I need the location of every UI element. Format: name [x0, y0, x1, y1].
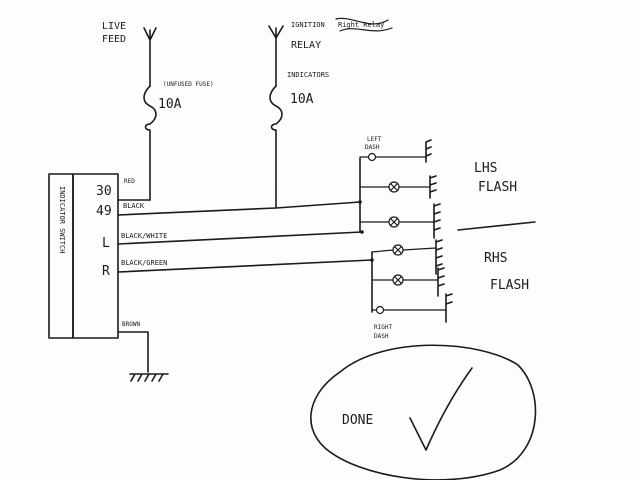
- wire-brown-label: BROWN: [122, 321, 140, 328]
- divider-line: [457, 221, 536, 231]
- lamp-left-dash-icon: [367, 152, 377, 162]
- live-feed-label-2: FEED: [102, 34, 126, 45]
- fuse-left-symbol: [143, 85, 157, 201]
- ignition-arrow: [268, 25, 284, 87]
- wire-red-label: RED: [124, 178, 135, 185]
- earth-lhs-3: [433, 203, 441, 239]
- indicator-switch: INDICATOR SWITCH 30 49 L R: [48, 173, 119, 339]
- ignition-scribble: Right Relay: [338, 21, 384, 29]
- terminal-30: 30: [96, 184, 112, 199]
- fuse-left: (UNFUSED FUSE) 10A: [143, 81, 214, 201]
- rhs-label: RHS: [484, 251, 507, 266]
- lamp-bank-lhs: LEFT DASH: [358, 136, 441, 239]
- ignition-relay-source: IGNITION RELAY Right Relay: [268, 17, 393, 87]
- done-ellipse: [310, 344, 537, 480]
- live-feed-source: LIVE FEED: [102, 21, 157, 87]
- fuse-left-rating: 10A: [158, 97, 182, 112]
- lamp-bank-rhs: RIGHT DASH: [370, 239, 453, 340]
- left-dash-label-1: LEFT: [367, 136, 382, 143]
- wires: RED BLACK BLACK/WHITE BLACK/GREEN BROWN: [117, 178, 373, 382]
- switch-box-right: [72, 173, 119, 339]
- live-feed-arrow: [143, 27, 157, 87]
- wire-black-green: [117, 259, 373, 273]
- lhs-flash-label: FLASH: [478, 180, 517, 195]
- fuse-right: INDICATORS 10A: [269, 71, 329, 193]
- left-dash-label-2: DASH: [365, 144, 380, 151]
- group-labels: LHS FLASH RHS FLASH: [457, 161, 536, 293]
- done-stamp: DONE: [310, 344, 537, 480]
- lamp-row-4-wire: [371, 247, 437, 253]
- earth-rhs-3: [445, 293, 453, 323]
- live-feed-label-1: LIVE: [102, 21, 126, 32]
- lamp-right-dash-icon: [375, 305, 385, 315]
- scribble-mark: [335, 17, 393, 32]
- ignition-label-1: IGNITION: [291, 21, 325, 29]
- fuse-right-rating: 10A: [290, 92, 314, 107]
- wire-black-label: BLACK: [123, 202, 145, 210]
- checkmark-icon: [409, 367, 473, 451]
- ground-symbol: [129, 373, 169, 382]
- right-dash-label-2: DASH: [374, 333, 389, 340]
- earth-rhs-2: [437, 267, 445, 297]
- right-dash-label-1: RIGHT: [374, 324, 392, 331]
- earth-lhs-2: [429, 175, 437, 199]
- wire-brown: [117, 331, 149, 373]
- terminal-49: 49: [96, 204, 112, 219]
- rhs-flash-label: FLASH: [490, 278, 529, 293]
- earth-lhs-1: [425, 139, 432, 163]
- terminal-l: L: [102, 236, 110, 251]
- lhs-label: LHS: [474, 161, 497, 176]
- wire-black-white: [117, 231, 363, 245]
- wire-black-to-lamps: [275, 201, 361, 209]
- wire-black-white-label: BLACK/WHITE: [121, 232, 167, 240]
- switch-vertical-label: INDICATOR SWITCH: [58, 186, 66, 253]
- done-label: DONE: [342, 413, 373, 428]
- ignition-label-2: RELAY: [291, 40, 321, 51]
- wire-black-green-label: BLACK/GREEN: [121, 259, 167, 267]
- fuse-right-symbol: [269, 85, 283, 193]
- fuse-right-note: INDICATORS: [287, 71, 329, 79]
- terminal-r: R: [102, 264, 110, 279]
- earth-rhs-1: [435, 239, 443, 275]
- fuse-left-note: (UNFUSED FUSE): [163, 81, 214, 88]
